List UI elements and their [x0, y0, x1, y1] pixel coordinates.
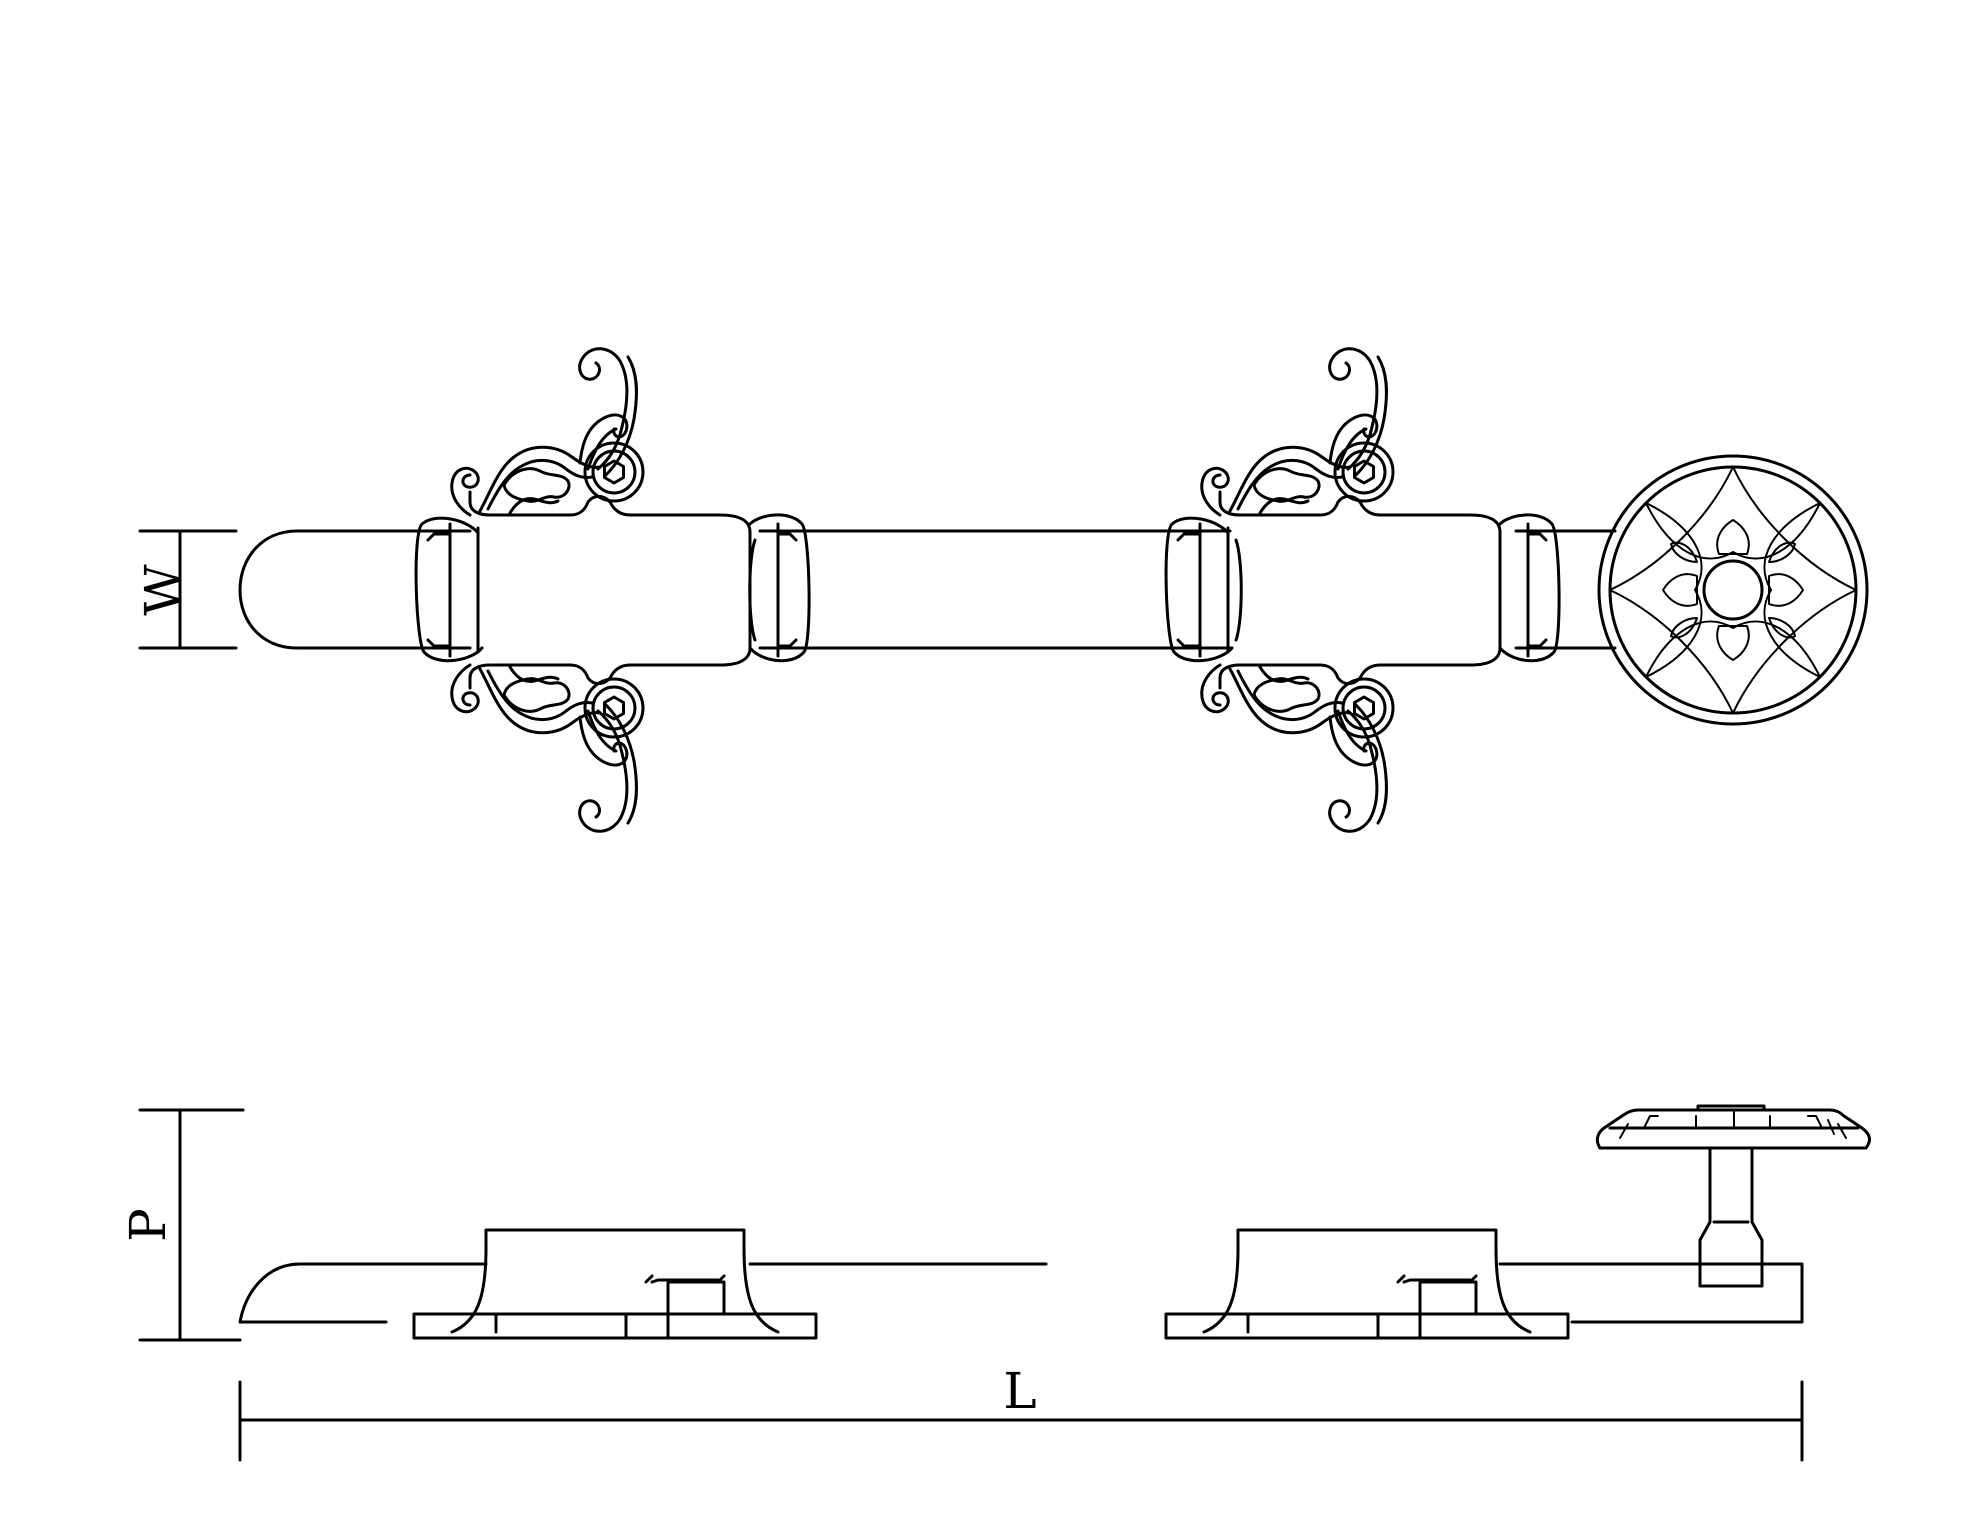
- side-knob: [1595, 1104, 1871, 1288]
- mount-bracket-right: [1166, 349, 1559, 832]
- width-dimension: W: [134, 529, 238, 650]
- mount-bracket-left: [416, 349, 809, 832]
- bar-middle: [758, 529, 1232, 650]
- rosette-knob: [1597, 454, 1869, 726]
- projection-dimension: P: [119, 1108, 245, 1342]
- bar-left-end: [238, 529, 472, 650]
- top-view: W: [134, 349, 1869, 832]
- bar-right: [1514, 529, 1617, 650]
- side-bar-profile: [238, 1262, 488, 1324]
- projection-dimension-label: P: [119, 1208, 177, 1242]
- side-bracket-right: [1164, 1228, 1570, 1340]
- length-dimension-label: L: [1003, 1362, 1036, 1420]
- side-view: P L: [119, 1104, 1871, 1462]
- side-bracket-left: [412, 1228, 818, 1340]
- width-dimension-label: W: [134, 564, 192, 616]
- length-dimension: L: [238, 1362, 1804, 1462]
